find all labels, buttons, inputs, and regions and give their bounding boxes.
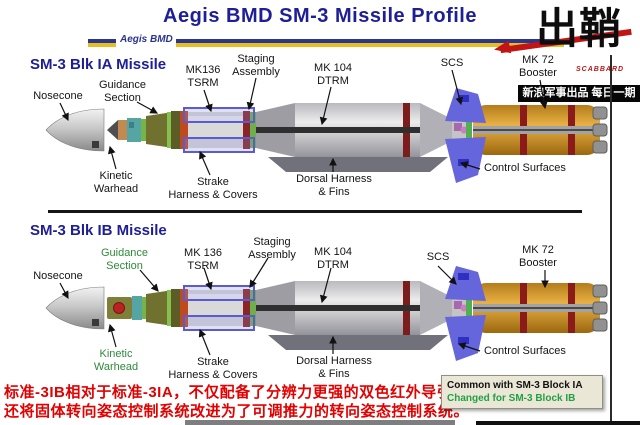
- banner-stripe-left: [88, 39, 116, 47]
- page-title: Aegis BMD SM-3 Missile Profile: [163, 5, 477, 27]
- label-scs-ib: SCS: [426, 251, 450, 263]
- bottom-grey-bar: [185, 420, 455, 425]
- legend-common: Common with SM-3 Block IA: [447, 380, 583, 391]
- label-mk104-ia: MK 104 DTRM: [314, 62, 352, 87]
- logo-text: 出鞘: [536, 4, 623, 53]
- label-mk72-ib: MK 72 Booster: [519, 244, 557, 269]
- kinetic-warhead-ia-graphic: [107, 118, 146, 142]
- label-control-ib: Control Surfaces: [484, 345, 566, 357]
- label-nosecone-ib: Nosecone: [33, 270, 83, 282]
- section-title-ib: SM-3 Blk IB Missile: [30, 222, 167, 239]
- label-strake-ib: Strake Harness & Covers: [168, 356, 258, 381]
- section-divider: [48, 210, 582, 213]
- label-scs-ia: SCS: [440, 57, 464, 69]
- label-mk104-ib: MK 104 DTRM: [314, 246, 352, 271]
- label-kinetic-ib: Kinetic Warhead: [93, 348, 139, 373]
- label-staging-ia: Staging Assembly: [232, 53, 280, 78]
- note-line-2: 还将固体转向姿态控制系统改进为了可调推力的转向姿态控制系统。: [4, 403, 470, 420]
- credit-bar: 新浪军事出品 每日一期: [518, 85, 640, 102]
- slide-right-border: [610, 55, 612, 423]
- label-mk72-ia: MK 72 Booster: [519, 54, 557, 79]
- bottom-black-bar: [476, 421, 640, 425]
- label-staging-ib: Staging Assembly: [248, 236, 296, 261]
- note-line-1: 标准-3IB相对于标准-3IA，不仅配备了分辨力更强的双色红外导引头，: [4, 384, 484, 401]
- label-dorsal-ia: Dorsal Harness & Fins: [296, 173, 372, 198]
- label-strake-ia: Strake Harness & Covers: [168, 176, 258, 201]
- label-control-ia: Control Surfaces: [484, 162, 566, 174]
- kinetic-warhead-ib-graphic: [107, 296, 146, 320]
- label-mk136-ib: MK 136 TSRM: [184, 247, 222, 272]
- label-kinetic-ia: Kinetic Warhead: [93, 170, 139, 195]
- label-mk136-ia: MK136 TSRM: [185, 64, 221, 89]
- logo-subtext: SCABBARD: [576, 66, 625, 73]
- legend-box: Common with SM-3 Block IA Changed for SM…: [441, 375, 603, 409]
- label-nosecone-ia: Nosecone: [33, 90, 83, 102]
- banner-stripe-right: [176, 39, 564, 47]
- section-title-ia: SM-3 Blk IA Missile: [30, 56, 167, 73]
- label-guidance-ib: Guidance Section: [100, 247, 149, 272]
- label-dorsal-ib: Dorsal Harness & Fins: [296, 355, 372, 380]
- banner-label: Aegis BMD: [120, 34, 173, 45]
- label-guidance-ia: Guidance Section: [98, 79, 147, 104]
- legend-changed: Changed for SM-3 Block IB: [447, 393, 576, 404]
